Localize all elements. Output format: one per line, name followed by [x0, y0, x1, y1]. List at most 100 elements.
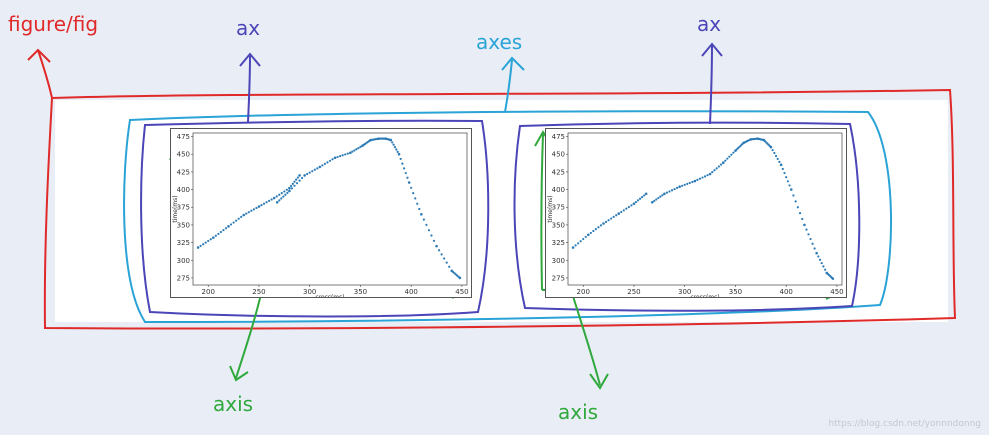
data-point — [625, 207, 628, 210]
data-point — [696, 178, 699, 181]
data-point — [776, 157, 779, 161]
data-point — [589, 231, 592, 235]
data-point — [204, 241, 207, 244]
data-point — [391, 141, 394, 144]
data-point — [217, 232, 220, 235]
axis-left-pointer — [229, 289, 263, 382]
data-point — [275, 195, 278, 198]
plot-frame — [192, 132, 468, 286]
y-axis-label: time(ms) — [547, 195, 554, 222]
y-tick-label: 475 — [552, 133, 565, 141]
data-point — [422, 218, 425, 221]
data-point — [321, 164, 324, 167]
y-tick-label: 350 — [177, 221, 190, 229]
data-point — [326, 161, 329, 164]
data-point — [634, 200, 638, 204]
data-point — [227, 225, 230, 228]
data-point — [242, 213, 246, 217]
data-point — [268, 199, 271, 202]
data-point — [719, 163, 723, 166]
data-point — [331, 158, 334, 161]
data-point — [798, 212, 802, 215]
data-point — [237, 217, 240, 220]
data-point — [293, 184, 296, 187]
ax-right-label: ax — [697, 12, 722, 36]
data-point — [298, 174, 301, 177]
axes-label: axes — [476, 30, 523, 54]
y-tick-label: 350 — [552, 221, 565, 229]
data-point — [396, 150, 399, 153]
data-point — [789, 188, 793, 191]
data-point — [732, 151, 735, 154]
data-point — [706, 174, 709, 177]
data-point — [353, 149, 356, 152]
data-point — [410, 186, 413, 189]
ax-left-label: ax — [236, 16, 261, 40]
data-point — [278, 199, 281, 202]
data-point — [395, 148, 398, 151]
data-point — [440, 253, 443, 256]
data-point — [778, 160, 781, 163]
axes-arrow — [501, 56, 525, 113]
x-tick-label: 300 — [678, 288, 691, 296]
data-point — [389, 138, 393, 142]
data-point — [270, 198, 273, 201]
y-tick-label: 300 — [177, 257, 190, 265]
data-point — [771, 148, 774, 152]
data-point — [393, 146, 397, 149]
figure-arrow — [27, 48, 53, 99]
data-point — [262, 202, 266, 205]
data-point — [306, 172, 309, 176]
data-point — [582, 237, 585, 241]
axis-right-label: axis — [558, 400, 599, 424]
data-point — [620, 210, 623, 214]
data-point — [348, 151, 352, 155]
data-point — [346, 152, 349, 155]
data-point — [435, 244, 438, 248]
data-point — [809, 237, 812, 241]
data-point — [774, 154, 778, 158]
data-point — [257, 205, 261, 208]
data-point — [686, 182, 689, 186]
data-point — [670, 189, 674, 192]
data-point — [602, 222, 605, 225]
y-tick-label: 400 — [552, 186, 565, 194]
data-point — [788, 184, 791, 187]
data-point — [308, 171, 311, 174]
data-point — [247, 211, 250, 214]
data-point — [653, 199, 656, 202]
data-point — [683, 183, 686, 186]
data-point — [615, 214, 618, 217]
data-point — [240, 215, 243, 218]
data-point — [196, 246, 200, 249]
data-point — [678, 185, 681, 189]
data-point — [807, 233, 810, 236]
data-point — [655, 198, 658, 201]
data-point — [359, 145, 362, 149]
data-point — [811, 242, 814, 245]
data-point — [300, 176, 304, 180]
data-point — [650, 200, 654, 204]
x-tick-label: 450 — [455, 288, 468, 296]
data-point — [293, 180, 296, 183]
data-point — [318, 165, 322, 169]
x-tick-label: 350 — [729, 288, 742, 296]
data-point — [721, 161, 725, 164]
data-point — [288, 186, 291, 190]
data-point — [584, 235, 587, 239]
data-point — [209, 238, 212, 241]
data-point — [416, 202, 419, 205]
data-point — [290, 187, 294, 190]
y-tick-label: 400 — [177, 186, 190, 194]
y-tick-label: 375 — [177, 204, 190, 212]
data-point — [255, 206, 258, 210]
x-axis-label: cross(ms) — [690, 294, 719, 297]
data-point — [445, 261, 448, 264]
data-point — [229, 223, 233, 226]
data-point — [594, 228, 598, 231]
data-point — [713, 169, 716, 172]
data-point — [701, 176, 704, 179]
